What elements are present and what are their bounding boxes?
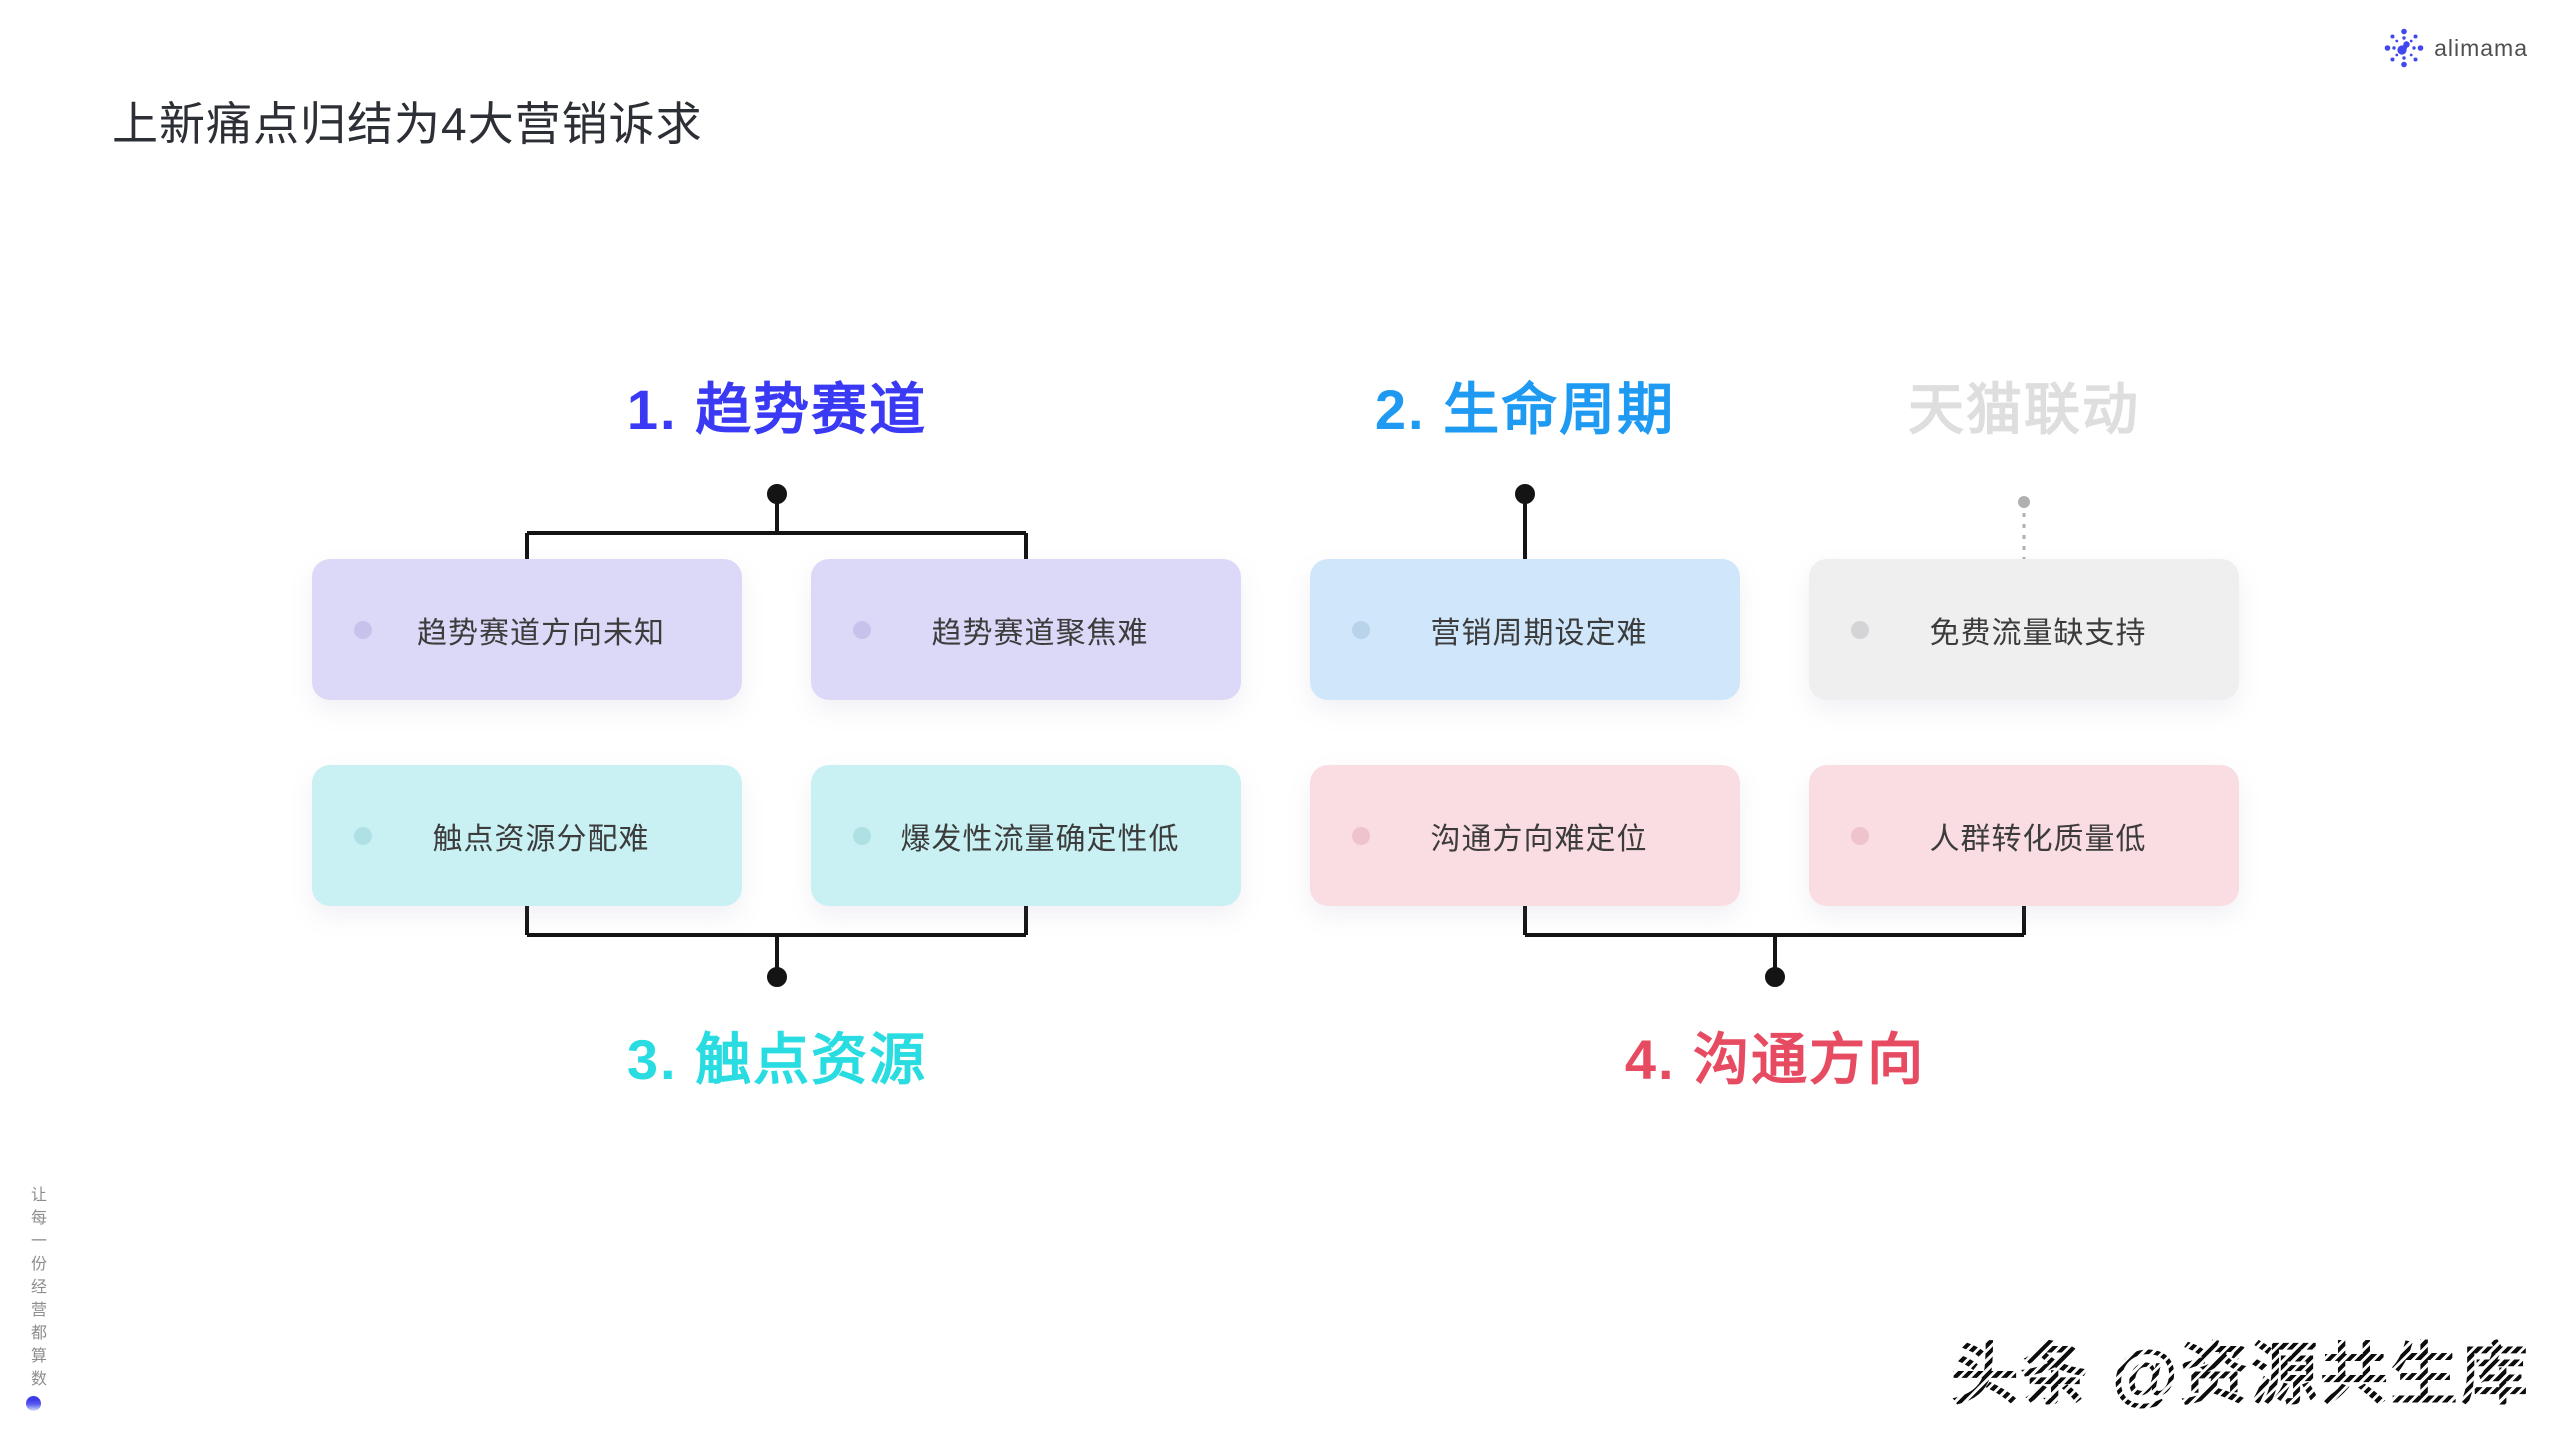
pain-box-label: 趋势赛道聚焦难 <box>931 616 1149 650</box>
pain-box-label: 沟通方向难定位 <box>1430 822 1648 856</box>
pain-box-label: 人群转化质量低 <box>1929 822 2147 856</box>
pain-box-label: 免费流量缺支持 <box>1929 616 2147 650</box>
bullet-dot-icon <box>354 620 372 639</box>
pain-box-label: 爆发性流量确定性低 <box>900 822 1180 856</box>
pain-box-burst-traffic: 爆发性流量确定性低 <box>811 765 1241 906</box>
pain-box-trend-direction: 趋势赛道方向未知 <box>312 559 742 700</box>
pain-box-free-traffic: 免费流量缺支持 <box>1809 559 2239 700</box>
bullet-dot-icon <box>853 826 871 845</box>
page-title: 上新痛点归结为4大营销诉求 <box>112 98 703 150</box>
pain-box-label: 趋势赛道方向未知 <box>417 616 665 650</box>
pain-box-label: 触点资源分配难 <box>432 822 650 856</box>
alimama-starburst-icon <box>2384 28 2424 68</box>
vertical-tagline: 让每一份经营都算数 <box>28 1186 45 1393</box>
heading-communication: 4. 沟通方向 <box>1624 1028 1926 1091</box>
alimama-logo-text: alimama <box>2434 34 2528 61</box>
bullet-dot-icon <box>1352 620 1370 639</box>
bullet-dot-icon <box>354 826 372 845</box>
bullet-dot-icon <box>1352 826 1370 845</box>
bullet-dot-icon <box>1851 826 1869 845</box>
alimama-logo: alimama <box>2382 26 2528 70</box>
heading-touchpoint: 3. 触点资源 <box>626 1028 928 1091</box>
pain-box-touchpoint-allocation: 触点资源分配难 <box>312 765 742 906</box>
pain-box-marketing-cycle: 营销周期设定难 <box>1310 559 1740 700</box>
bullet-dot-icon <box>1851 620 1869 639</box>
blue-dot-icon <box>26 1396 41 1411</box>
watermark: 头条 @资源共生库 <box>1951 1319 2530 1418</box>
pain-box-communication-positioning: 沟通方向难定位 <box>1310 765 1740 906</box>
bullet-dot-icon <box>853 620 871 639</box>
pain-box-audience-conversion: 人群转化质量低 <box>1809 765 2239 906</box>
heading-tmall: 天猫联动 <box>1908 378 2140 441</box>
pain-box-trend-focus: 趋势赛道聚焦难 <box>811 559 1241 700</box>
heading-trend: 1. 趋势赛道 <box>626 378 928 441</box>
pain-box-label: 营销周期设定难 <box>1430 616 1648 650</box>
heading-lifecycle: 2. 生命周期 <box>1374 378 1676 441</box>
